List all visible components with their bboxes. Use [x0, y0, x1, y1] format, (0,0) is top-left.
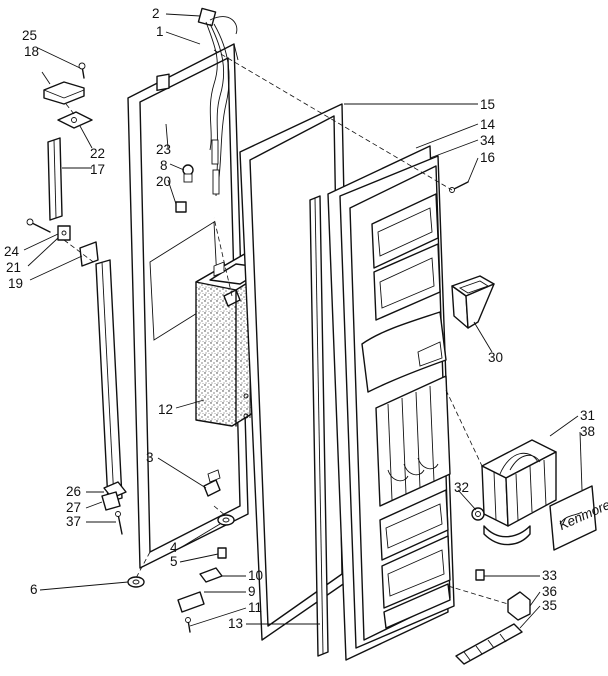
callout-5: 5: [170, 554, 178, 569]
callout-16: 16: [480, 150, 495, 165]
ice-tray-31: [481, 439, 557, 546]
clip-20: [175, 201, 187, 213]
breaker-strip: [309, 195, 329, 657]
callout-27: 27: [66, 500, 81, 515]
screw-24: [26, 218, 51, 233]
callout-32: 32: [454, 480, 469, 495]
callout-19: 19: [8, 276, 23, 291]
callout-8: 8: [160, 158, 168, 173]
callout-35: 35: [542, 598, 557, 613]
callout-labels: 2 1 25 18 22 17 23 8 20 24 21 19 15 14 3…: [4, 6, 595, 631]
callout-20: 20: [156, 174, 171, 189]
nameplate-38: Kenmore: [549, 485, 608, 551]
wire-harness: [197, 7, 238, 197]
hinge-plate-22: [57, 111, 93, 129]
callout-34: 34: [480, 133, 496, 148]
door-liner: [327, 145, 455, 661]
callout-12: 12: [158, 402, 173, 417]
callout-37: 37: [66, 514, 81, 529]
callout-25: 25: [22, 28, 37, 43]
bushing-6: [127, 576, 145, 588]
callout-26: 26: [66, 484, 81, 499]
door-rail: [95, 259, 123, 503]
callout-13: 13: [228, 616, 243, 631]
handle-17: [47, 137, 63, 221]
callout-33: 33: [542, 568, 557, 583]
callout-17: 17: [90, 162, 105, 177]
leader-lines: [23, 13, 583, 629]
callout-4: 4: [170, 540, 178, 555]
screw-25: [78, 62, 86, 79]
screw-5: [217, 547, 227, 559]
funnel-30: [451, 275, 495, 329]
screw-11: [185, 617, 191, 633]
plate-9: [177, 591, 205, 613]
callout-21: 21: [6, 260, 21, 275]
callout-15: 15: [480, 97, 495, 112]
panel-bracket-23: [156, 73, 170, 92]
callout-3: 3: [146, 450, 154, 465]
screw-16: [449, 181, 469, 193]
callout-18: 18: [24, 44, 39, 59]
callout-14: 14: [480, 117, 496, 132]
callout-10: 10: [248, 568, 263, 583]
plate-10: [199, 567, 223, 583]
callout-23: 23: [156, 142, 171, 157]
rail-bracket-26-27: [101, 481, 127, 511]
hinge-cover-18: [43, 81, 85, 105]
callout-31: 31: [580, 408, 595, 423]
callout-22: 22: [90, 146, 105, 161]
callout-2: 2: [152, 6, 160, 21]
callout-24: 24: [4, 244, 20, 259]
bracket-36: [507, 591, 531, 621]
alignment-lines: [63, 49, 509, 605]
callout-38: 38: [580, 424, 595, 439]
washer-4: [217, 514, 235, 526]
callout-9: 9: [248, 584, 256, 599]
bracket-19: [79, 241, 99, 267]
light-socket-8: [182, 164, 194, 183]
callout-6: 6: [30, 582, 38, 597]
spring-32: [471, 507, 485, 521]
bin-rail-35: [455, 623, 523, 665]
callout-36: 36: [542, 584, 557, 599]
bracket-3: [203, 469, 221, 497]
callout-30: 30: [488, 350, 503, 365]
clip-33: [475, 569, 485, 581]
screw-37: [115, 511, 123, 535]
callout-1: 1: [156, 24, 164, 39]
callout-11: 11: [248, 600, 262, 615]
hinge-21: [57, 225, 71, 241]
